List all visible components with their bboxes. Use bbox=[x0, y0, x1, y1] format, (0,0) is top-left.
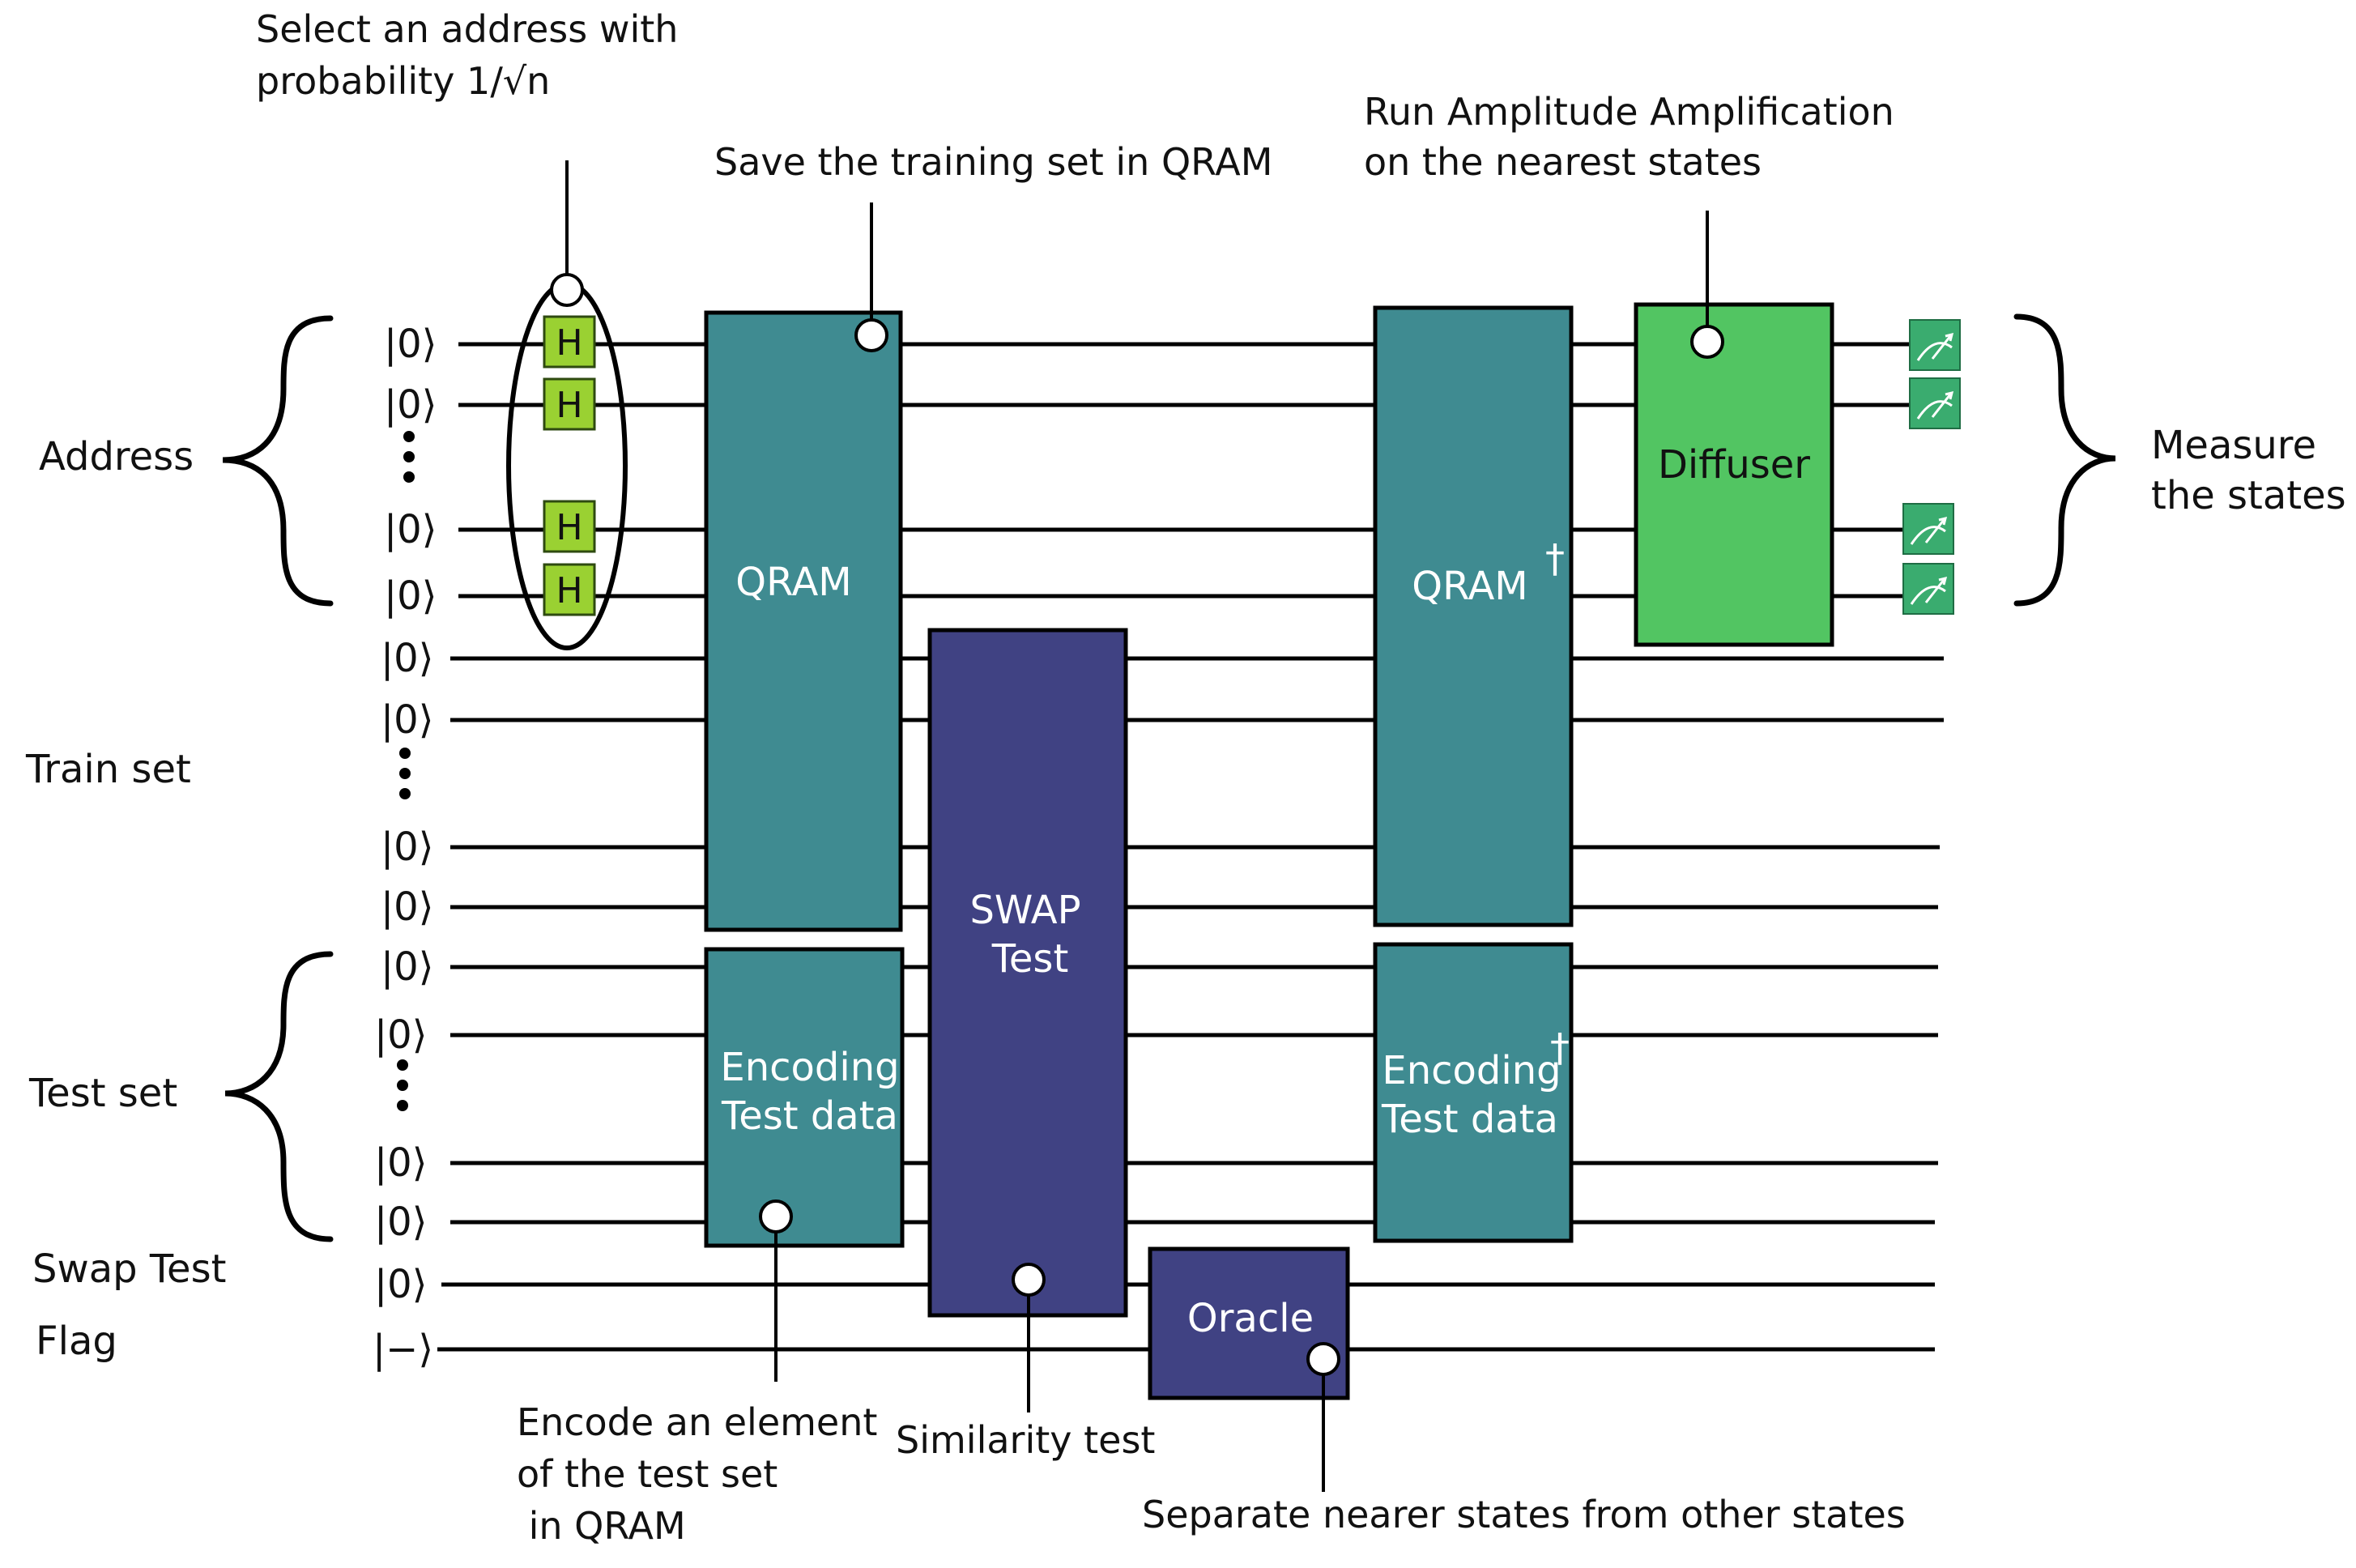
ket-address-2: |0⟩ bbox=[384, 382, 437, 428]
annotation-save-training: Save the training set in QRAM bbox=[714, 140, 1272, 184]
encoding-dagger-label-line2: Test data bbox=[1381, 1097, 1558, 1142]
register-labels: Address Train set Test set Swap Test Fla… bbox=[25, 423, 2346, 1364]
ket-test-4: |0⟩ bbox=[374, 1199, 427, 1245]
annotation-amplitude-line1: Run Amplitude Amplification bbox=[1364, 90, 1894, 134]
qram-label: QRAM bbox=[735, 560, 851, 605]
ket-train-4: |0⟩ bbox=[381, 884, 433, 930]
hadamard-gate-1: H bbox=[543, 315, 596, 369]
ket-train-1: |0⟩ bbox=[381, 636, 433, 681]
label-measure-line2: the states bbox=[2151, 473, 2346, 518]
annotation-separate: Separate nearer states from other states bbox=[1142, 1493, 1906, 1536]
label-flag: Flag bbox=[36, 1319, 117, 1364]
label-train-set: Train set bbox=[25, 747, 191, 792]
encoding-dagger-gate: Encoding † Test data bbox=[1373, 942, 1574, 1243]
annotation-similarity: Similarity test bbox=[896, 1418, 1155, 1462]
callout-encode bbox=[759, 1199, 793, 1234]
ellipsis-address bbox=[403, 431, 415, 483]
callout-amplitude bbox=[1690, 325, 1724, 359]
encoding-gate: Encoding Test data bbox=[704, 947, 905, 1248]
oracle-gate: Oracle bbox=[1148, 1246, 1350, 1400]
ket-swap-flag: |0⟩ bbox=[374, 1262, 427, 1307]
annotations: Select an address with probability 1/√n … bbox=[256, 7, 1906, 1548]
encoding-label-line1: Encoding bbox=[720, 1045, 899, 1090]
label-measure-line1: Measure bbox=[2151, 423, 2316, 468]
hadamard-gates: H H H H bbox=[506, 281, 628, 650]
meter-icon bbox=[1909, 319, 1961, 371]
hadamard-gate-3: H bbox=[543, 500, 596, 553]
hadamard-gate-label: H bbox=[556, 570, 582, 611]
meter-icon bbox=[1909, 377, 1961, 429]
diffuser-gate: Diffuser bbox=[1634, 302, 1834, 647]
hadamard-gate-4: H bbox=[543, 563, 596, 616]
register-braces bbox=[222, 313, 2116, 1242]
ket-oracle-flag: |−⟩ bbox=[373, 1327, 433, 1372]
annotation-pointers bbox=[550, 160, 1724, 1492]
encoding-label-line2: Test data bbox=[721, 1093, 898, 1139]
ket-test-3: |0⟩ bbox=[374, 1140, 427, 1186]
ket-address-3: |0⟩ bbox=[384, 507, 437, 552]
annotation-select-line1: Select an address with bbox=[256, 7, 678, 51]
meter-icon bbox=[1902, 503, 1954, 555]
ellipsis-train bbox=[399, 748, 411, 799]
annotation-encode-line1: Encode an element bbox=[517, 1400, 877, 1444]
ket-address-1: |0⟩ bbox=[384, 322, 437, 367]
brace-address bbox=[222, 315, 334, 607]
ket-train-3: |0⟩ bbox=[381, 824, 433, 870]
annotation-amplitude-line2: on the nearest states bbox=[1364, 140, 1762, 184]
swap-label-line2: Test bbox=[991, 936, 1069, 982]
ellipsis-test bbox=[397, 1059, 408, 1111]
annotation-select-line2: probability 1/√n bbox=[256, 59, 550, 103]
hadamard-gate-label: H bbox=[556, 322, 582, 364]
meter-icon bbox=[1902, 563, 1954, 615]
annotation-encode-line2: of the test set bbox=[517, 1452, 778, 1496]
ket-test-1: |0⟩ bbox=[381, 944, 433, 990]
diffuser-label: Diffuser bbox=[1658, 442, 1810, 488]
swap-label-line1: SWAP bbox=[969, 888, 1080, 933]
qram-dagger-gate: QRAM † bbox=[1373, 305, 1574, 927]
label-test-set: Test set bbox=[28, 1071, 177, 1116]
qram-dagger-symbol: † bbox=[1545, 536, 1565, 582]
label-address: Address bbox=[39, 434, 194, 479]
callout-select-address bbox=[550, 273, 584, 307]
callout-separate bbox=[1306, 1342, 1340, 1376]
ellipsis-dots bbox=[397, 431, 415, 1111]
input-kets: |0⟩ |0⟩ |0⟩ |0⟩ |0⟩ |0⟩ |0⟩ |0⟩ |0⟩ |0⟩ … bbox=[373, 322, 437, 1372]
callout-save-training bbox=[854, 318, 888, 352]
qram-gate: QRAM bbox=[704, 310, 903, 932]
measurement-meters bbox=[1902, 319, 1961, 615]
annotation-encode-line3: in QRAM bbox=[517, 1504, 686, 1548]
oracle-label: Oracle bbox=[1187, 1296, 1314, 1341]
brace-measure bbox=[2013, 313, 2116, 607]
hadamard-gate-2: H bbox=[543, 377, 596, 431]
label-swap-test: Swap Test bbox=[32, 1246, 226, 1292]
hadamard-gate-label: H bbox=[556, 385, 582, 426]
encoding-dagger-label-line1: Encoding bbox=[1382, 1048, 1561, 1093]
callout-similarity bbox=[1012, 1263, 1046, 1297]
qram-dagger-label: QRAM bbox=[1412, 564, 1527, 609]
hadamard-gate-label: H bbox=[556, 507, 582, 548]
brace-test-set bbox=[224, 951, 334, 1242]
encoding-dagger-symbol: † bbox=[1550, 1025, 1570, 1071]
ket-test-2: |0⟩ bbox=[374, 1012, 427, 1058]
ket-train-2: |0⟩ bbox=[381, 697, 433, 743]
ket-address-4: |0⟩ bbox=[384, 573, 437, 619]
swap-test-gate: SWAP Test bbox=[927, 628, 1128, 1318]
